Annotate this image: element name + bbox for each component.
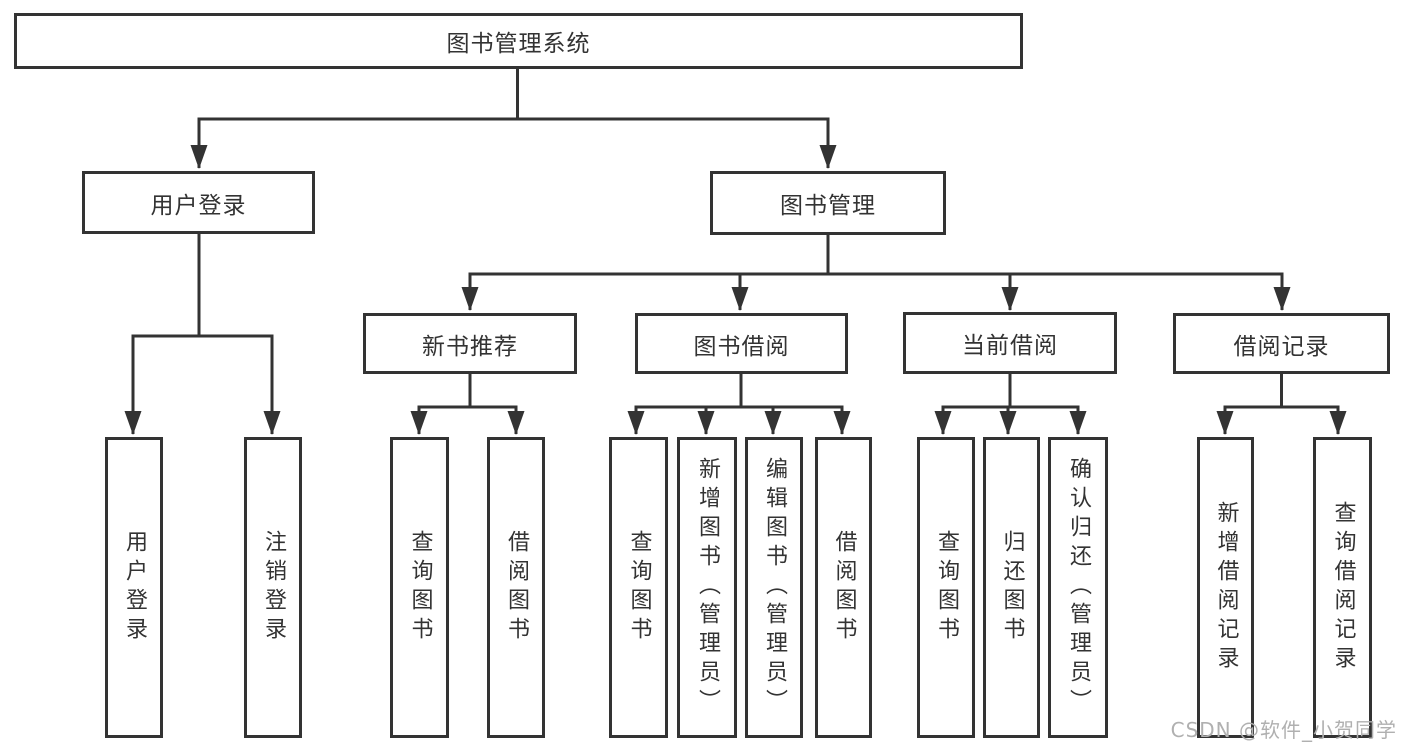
leaf-borrow-query-book-label: 查询图书 [626, 529, 652, 646]
node-library-system-label: 图书管理系统 [446, 31, 591, 57]
node-library-system: 图书管理系统 [14, 13, 1023, 69]
leaf-recommend-query-book-label: 查询图书 [407, 529, 433, 646]
leaf-return-book: 归还图书 [983, 437, 1040, 738]
leaf-borrow-book: 借阅图书 [815, 437, 872, 738]
leaf-logout-label: 注销登录 [261, 529, 286, 646]
leaf-query-borrow-record-label: 查询借阅记录 [1330, 500, 1356, 675]
leaf-return-book-label: 归还图书 [999, 529, 1025, 646]
leaf-confirm-return-admin-label: 确认归还（管理员） [1066, 457, 1091, 718]
leaf-add-borrow-record: 新增借阅记录 [1197, 437, 1254, 738]
node-user-login-label: 用户登录 [150, 192, 247, 219]
leaf-add-borrow-record-label: 新增借阅记录 [1213, 500, 1239, 675]
leaf-confirm-return-admin: 确认归还（管理员） [1048, 437, 1108, 738]
node-borrow-records: 借阅记录 [1173, 313, 1390, 374]
node-book-management: 图书管理 [710, 171, 946, 235]
node-book-management-label: 图书管理 [780, 193, 876, 219]
leaf-recommend-borrow-book-label: 借阅图书 [504, 529, 529, 646]
node-new-book-recommend-label: 新书推荐 [422, 333, 518, 360]
leaf-edit-book-admin: 编辑图书（管理员） [745, 437, 803, 738]
node-user-login: 用户登录 [82, 171, 315, 234]
leaf-recommend-borrow-book: 借阅图书 [487, 437, 545, 738]
leaf-logout: 注销登录 [244, 437, 302, 738]
leaf-user-login-label: 用户登录 [122, 529, 147, 646]
leaf-query-borrow-record: 查询借阅记录 [1313, 437, 1372, 738]
leaf-current-query-book: 查询图书 [917, 437, 975, 738]
node-current-borrow-label: 当前借阅 [962, 333, 1058, 359]
leaf-recommend-query-book: 查询图书 [390, 437, 449, 738]
node-borrow-records-label: 借阅记录 [1233, 333, 1330, 360]
leaf-borrow-query-book: 查询图书 [609, 437, 668, 738]
leaf-add-book-admin-label: 新增图书（管理员） [695, 457, 720, 718]
node-book-borrow: 图书借阅 [635, 313, 848, 374]
csdn-watermark: CSDN @软件_小贺同学 [1170, 718, 1397, 742]
node-book-borrow-label: 图书借阅 [693, 333, 790, 360]
leaf-current-query-book-label: 查询图书 [934, 529, 959, 646]
node-current-borrow: 当前借阅 [903, 312, 1117, 374]
leaf-add-book-admin: 新增图书（管理员） [677, 437, 737, 738]
node-new-book-recommend: 新书推荐 [363, 313, 577, 374]
leaf-user-login: 用户登录 [105, 437, 163, 738]
leaf-borrow-book-label: 借阅图书 [831, 529, 857, 646]
leaf-edit-book-admin-label: 编辑图书（管理员） [762, 457, 787, 718]
